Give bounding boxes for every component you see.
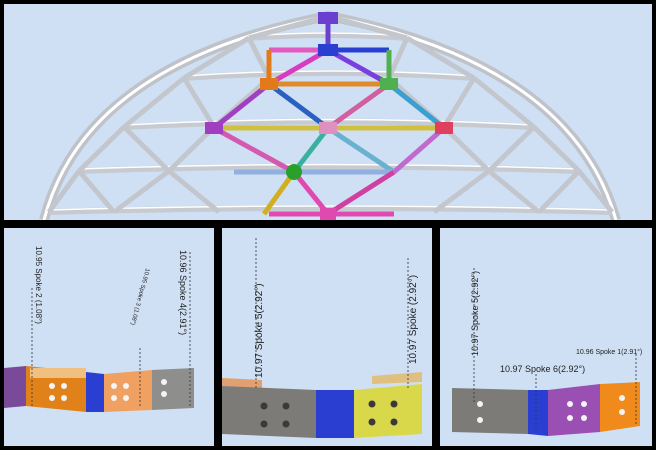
- geodesic-dome: [4, 4, 652, 220]
- bolt-holes: [260, 400, 398, 428]
- bolt-holes: [477, 395, 625, 423]
- bolt-holes: [49, 379, 167, 401]
- spoke5-label: 10.97 Spoke 5(2.92°): [254, 283, 265, 378]
- detail-right-panel: 10.97 Spoke 5(2.92°) 10.97 Spoke 6(2.92°…: [440, 228, 652, 446]
- hub-detail-left: 10.95 Spoke 2 (1.08°) 10.95 Spoke 3 (1.0…: [4, 228, 214, 446]
- detail-middle-panel: 10.97 Spoke 5(2.92°) 10.97 Spoke (2.92°): [222, 228, 432, 446]
- spoke2-label: 10.95 Spoke 2 (1.08°): [34, 246, 43, 324]
- dome-render-panel: [4, 4, 652, 220]
- spoke1-label: 10.96 Spoke 1(2.91°): [576, 348, 642, 356]
- hub-detail-right: 10.97 Spoke 5(2.92°) 10.97 Spoke 6(2.92°…: [440, 228, 652, 446]
- detail-left-panel: 10.95 Spoke 2 (1.08°) 10.95 Spoke 3 (1.0…: [4, 228, 214, 446]
- spoke4-label: 10.96 Spoke 4(2.91°): [178, 250, 188, 335]
- spoke5-label: 10.97 Spoke 5(2.92°): [470, 271, 480, 356]
- spoke6-label: 10.97 Spoke 6(2.92°): [500, 364, 585, 374]
- dome-struts: [46, 13, 614, 215]
- hub-detail-middle: 10.97 Spoke 5(2.92°) 10.97 Spoke (2.92°): [222, 228, 432, 446]
- hub-connectors: [205, 12, 453, 220]
- spoke-label: 10.97 Spoke (2.92°): [408, 275, 419, 364]
